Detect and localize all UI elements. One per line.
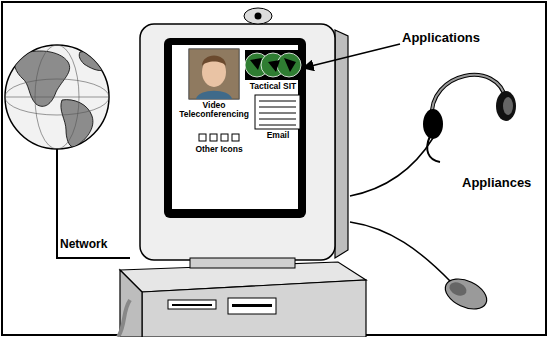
computer-case [232,304,272,307]
headset [432,75,506,118]
headset [423,75,516,162]
icon-squares [232,134,239,141]
callout-label: Applications [402,31,502,45]
email-icon [259,107,296,108]
power-cable [118,300,130,337]
computer-case [228,298,276,314]
video-photo [196,91,232,99]
monitor [190,258,295,268]
monitor [244,8,272,24]
mouse [441,273,492,315]
icon-squares [221,134,228,141]
headset [423,109,443,139]
globe-icon [5,79,109,115]
globe-icon [15,51,104,147]
mouse-cord [350,222,452,283]
callout-label: Network [60,238,132,251]
icon-squares [199,134,206,141]
monitor [255,13,262,20]
icon-label: Video Teleconferencing [172,101,256,120]
email-icon [255,95,300,129]
video-photo [189,49,239,99]
headset [496,91,516,121]
globe-icon [61,100,93,147]
globe-icon [5,45,109,149]
globe-icon [15,51,70,106]
headset [503,97,513,115]
pointer-arrow [303,44,400,68]
computer-case [142,280,366,337]
globe-icon [5,97,109,98]
monitor [140,8,348,268]
globe-icon [5,45,109,149]
computer-case [120,262,366,337]
monitor [140,24,335,260]
video-photo [189,49,239,99]
globe-icon [5,45,109,149]
mouse [447,280,468,298]
email-icon [259,113,296,114]
mouse [441,273,492,315]
icon-squares [210,134,217,141]
computer-case [172,304,212,306]
icon-label: Other Icons [180,145,258,154]
tactical-map-icon [245,50,301,80]
computer-case [168,300,216,309]
headset [427,136,440,162]
email-icon [259,125,296,126]
headset-cord [350,138,433,196]
monitor [164,38,306,218]
icon-squares [199,134,239,141]
email-icon [259,119,296,120]
video-photo [202,56,226,67]
monitor [335,30,348,258]
headset [432,75,506,118]
callout-label: Appliances [462,176,546,190]
email-icon [259,101,296,102]
icon-label: Email [254,131,302,140]
tactical-map-icon [245,50,300,80]
email-icon [255,95,300,129]
video-photo [189,49,239,99]
globe-icon [79,52,104,71]
icon-label: Tactical SIT [244,82,302,91]
tactical-map-icon [250,58,296,72]
